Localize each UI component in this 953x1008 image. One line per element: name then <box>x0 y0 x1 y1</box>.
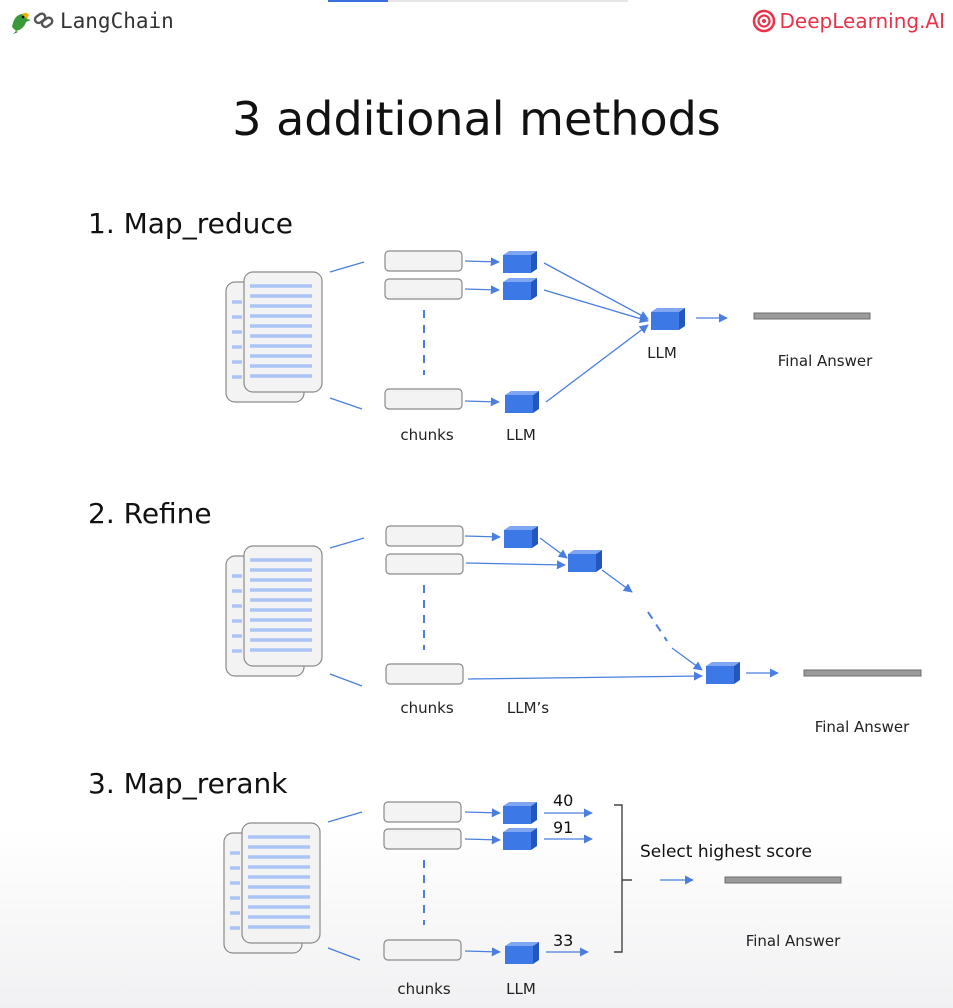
chunks-label: chunks <box>397 980 450 998</box>
llm-cube-icon <box>503 828 537 850</box>
chunks-label: chunks <box>400 426 453 444</box>
refine-ellipsis-line <box>647 611 668 642</box>
select-highest-score-label: Select highest score <box>640 842 812 862</box>
final-answer-bar <box>753 312 871 320</box>
final-answer-bar <box>803 669 922 677</box>
llm-cube-icon <box>706 662 740 684</box>
map-rerank-diagram: 40 91 33 Select highest score chunks LLM… <box>223 791 842 998</box>
arrow <box>464 257 500 267</box>
final-answer-label: Final Answer <box>778 352 873 370</box>
deeplearning-brand-name: DeepLearning.AI <box>779 9 945 33</box>
arrow <box>539 537 568 559</box>
chunk-box <box>385 553 464 575</box>
refine-diagram: chunks LLM’s Final Answer <box>225 525 922 736</box>
arrow <box>464 285 500 295</box>
final-answer-bar <box>724 876 842 884</box>
score-label: 40 <box>553 791 573 810</box>
split-line-top <box>329 261 365 273</box>
llm-label: LLM <box>506 980 536 998</box>
top-progress-strip <box>328 0 628 2</box>
score-bracket <box>614 804 632 953</box>
llm-center-label: LLM <box>647 344 677 362</box>
chunk-box <box>384 388 463 410</box>
chunk-box <box>383 828 462 850</box>
map-reduce-diagram: chunks LLM LLM Final Answer <box>225 250 873 444</box>
parrot-link-icon <box>12 12 54 34</box>
split-line-bottom <box>329 397 363 410</box>
split-line-top <box>327 811 363 823</box>
llm-cube-icon <box>505 942 539 964</box>
method-2-title: 2. Refine <box>88 497 212 530</box>
llm-cube-icon <box>503 278 537 300</box>
chunk-box <box>383 939 462 961</box>
arrow <box>671 647 703 671</box>
method-3-title: 3. Map_rerank <box>88 767 288 800</box>
arrow <box>543 289 649 324</box>
document-stack-icon <box>225 545 323 677</box>
llms-label: LLM’s <box>507 699 549 717</box>
arrow <box>601 569 633 593</box>
llm-cube-icon <box>568 550 602 572</box>
llm-cube-icon <box>503 251 537 273</box>
split-line-top <box>329 537 365 549</box>
chunk-box <box>385 663 464 685</box>
score-label: 91 <box>553 818 573 837</box>
llm-label: LLM <box>506 426 536 444</box>
arrow <box>465 560 566 570</box>
arrow <box>467 671 703 681</box>
chunks-label: chunks <box>400 699 453 717</box>
final-answer-label: Final Answer <box>815 718 910 736</box>
llm-cube-icon <box>504 526 538 548</box>
chunk-box <box>384 250 463 272</box>
chunk-box <box>384 278 463 300</box>
final-answer-label: Final Answer <box>746 932 841 950</box>
langchain-brand: LangChain <box>8 6 174 36</box>
arrow <box>464 947 501 957</box>
arrow <box>464 808 501 818</box>
chunk-box <box>385 525 464 547</box>
slide-title: 3 additional methods <box>232 92 721 146</box>
arrow <box>464 835 501 845</box>
chunk-box <box>383 801 462 823</box>
split-line-bottom <box>327 947 361 961</box>
document-stack-icon <box>223 822 321 954</box>
arrow <box>464 397 500 407</box>
document-stack-icon <box>225 271 323 403</box>
deeplearning-logo-icon <box>752 9 775 33</box>
method-1-title: 1. Map_reduce <box>88 207 293 240</box>
top-progress-accent <box>328 0 388 2</box>
deeplearning-brand: DeepLearning.AI <box>752 6 945 36</box>
score-label: 33 <box>553 931 573 950</box>
llm-cube-icon <box>651 308 685 330</box>
arrow <box>545 324 649 403</box>
llm-cube-icon <box>505 391 539 413</box>
split-line-bottom <box>329 673 363 687</box>
arrow <box>464 532 501 542</box>
langchain-brand-name: LangChain <box>60 9 174 33</box>
arrow <box>543 262 649 320</box>
llm-cube-icon <box>503 802 537 824</box>
